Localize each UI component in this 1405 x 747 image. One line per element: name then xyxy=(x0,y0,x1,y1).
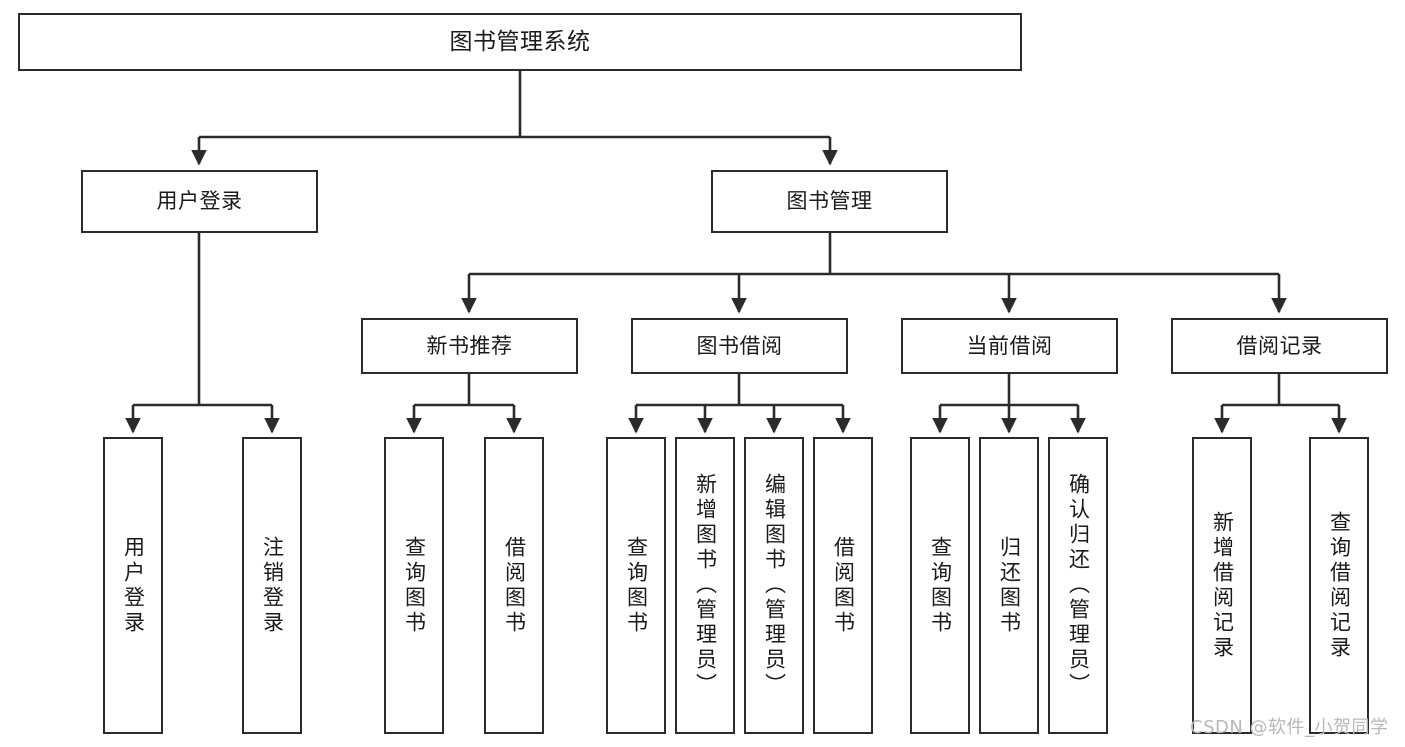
node-leaf-borrowrecord-add-record[interactable]: 新增借阅记录 xyxy=(1192,437,1252,734)
node-book-management[interactable]: 图书管理 xyxy=(711,170,948,233)
node-label: 新增图书（管理员） xyxy=(693,473,718,698)
node-label: 借阅记录 xyxy=(1236,333,1323,358)
node-root-book-management-system[interactable]: 图书管理系统 xyxy=(18,13,1022,71)
node-leaf-currentborrow-confirm-return-admin[interactable]: 确认归还（管理员） xyxy=(1048,437,1108,734)
node-borrow-record[interactable]: 借阅记录 xyxy=(1171,318,1388,374)
node-label: 查询图书 xyxy=(624,535,649,636)
node-leaf-newbook-borrow-book[interactable]: 借阅图书 xyxy=(484,437,544,734)
node-leaf-bookborrow-add-book-admin[interactable]: 新增图书（管理员） xyxy=(675,437,735,734)
node-label: 用户登录 xyxy=(121,535,146,636)
node-label: 编辑图书（管理员） xyxy=(762,473,787,698)
node-label: 图书管理 xyxy=(786,189,873,214)
node-label: 用户登录 xyxy=(156,189,243,214)
node-leaf-bookborrow-edit-book-admin[interactable]: 编辑图书（管理员） xyxy=(744,437,804,734)
node-label: 图书管理系统 xyxy=(449,28,591,55)
node-label: 借阅图书 xyxy=(831,535,856,636)
node-label: 图书借阅 xyxy=(696,333,783,358)
node-new-book-recommend[interactable]: 新书推荐 xyxy=(361,318,578,374)
node-leaf-bookborrow-borrow-book[interactable]: 借阅图书 xyxy=(813,437,873,734)
node-label: 借阅图书 xyxy=(502,535,527,636)
node-leaf-user-login-signin[interactable]: 用户登录 xyxy=(103,437,163,734)
node-leaf-newbook-query-book[interactable]: 查询图书 xyxy=(384,437,444,734)
node-label: 注销登录 xyxy=(260,535,285,636)
node-leaf-user-login-signout[interactable]: 注销登录 xyxy=(242,437,302,734)
node-label: 查询图书 xyxy=(402,535,427,636)
node-book-borrow[interactable]: 图书借阅 xyxy=(631,318,848,374)
csdn-watermark: CSDN @软件_小贺同学 xyxy=(1190,717,1389,738)
node-label: 确认归还（管理员） xyxy=(1066,473,1091,698)
node-label: 查询图书 xyxy=(928,535,953,636)
node-label: 查询借阅记录 xyxy=(1327,510,1352,661)
node-current-borrow[interactable]: 当前借阅 xyxy=(901,318,1118,374)
node-user-login[interactable]: 用户登录 xyxy=(81,170,318,233)
node-leaf-currentborrow-query-book[interactable]: 查询图书 xyxy=(910,437,970,734)
node-leaf-borrowrecord-query-record[interactable]: 查询借阅记录 xyxy=(1309,437,1369,734)
node-label: 新书推荐 xyxy=(426,333,513,358)
node-label: 当前借阅 xyxy=(966,333,1053,358)
node-leaf-currentborrow-return-book[interactable]: 归还图书 xyxy=(979,437,1039,734)
node-leaf-bookborrow-query-book[interactable]: 查询图书 xyxy=(606,437,666,734)
node-label: 归还图书 xyxy=(997,535,1022,636)
node-label: 新增借阅记录 xyxy=(1210,510,1235,661)
